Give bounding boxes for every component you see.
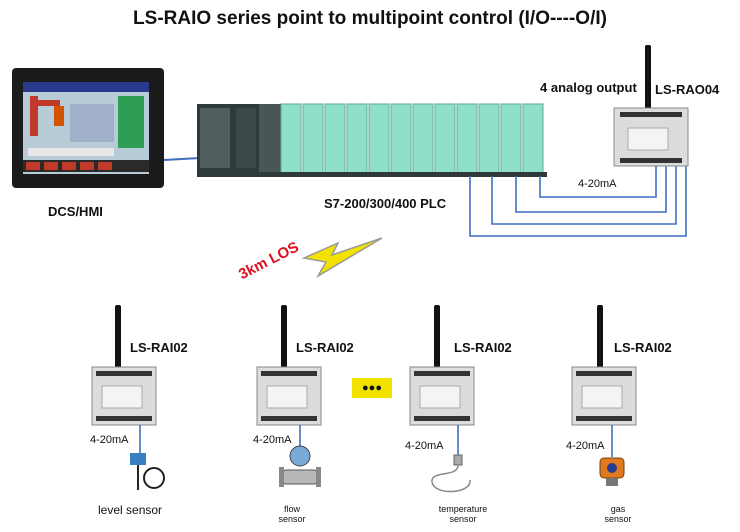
plc-rack [197, 103, 547, 177]
ellipsis-dots: ●●● [362, 382, 382, 394]
hmi-panel [12, 68, 164, 188]
output-signal-label: 4-20mA [578, 178, 617, 190]
output-model-label: LS-RAO04 [655, 82, 720, 97]
node-4-sensor-label: gas sensor [598, 504, 638, 524]
temperature-sensor-icon [431, 454, 471, 493]
rai02-node-4 [571, 305, 637, 486]
plc-label: S7-200/300/400 PLC [324, 196, 447, 211]
level-sensor-icon [130, 453, 165, 490]
flow-sensor-icon [279, 445, 321, 487]
node-4-model: LS-RAI02 [614, 340, 672, 355]
rai02-node-1 [91, 305, 165, 490]
node-2-sensor-line-1: flow [283, 504, 300, 514]
ellipsis-box [352, 378, 392, 398]
diagram-title: LS-RAIO series point to multipoint contr… [133, 8, 607, 29]
node-2-sensor-label: flow sensor [272, 504, 312, 524]
lightning-bolt-icon [301, 237, 383, 279]
node-1-signal: 4-20mA [90, 434, 129, 446]
node-3-sensor-label: temperature sensor [428, 504, 498, 524]
node-1-sensor-label: level sensor [98, 503, 163, 517]
node-3-model: LS-RAI02 [454, 340, 512, 355]
node-1-model: LS-RAI02 [130, 340, 188, 355]
rai02-node-3 [409, 305, 475, 493]
node-2-model: LS-RAI02 [296, 340, 354, 355]
node-2-signal: 4-20mA [253, 434, 292, 446]
hmi-label: DCS/HMI [48, 204, 103, 219]
node-3-signal: 4-20mA [405, 440, 444, 452]
node-4-signal: 4-20mA [566, 440, 605, 452]
node-4-sensor-line-1: gas [610, 504, 626, 514]
analog-output-wires [469, 165, 687, 237]
node-2-sensor-line-2: sensor [278, 514, 306, 524]
gas-sensor-icon [599, 457, 625, 486]
node-3-sensor-line-1: temperature [438, 504, 488, 514]
rao04-module [613, 45, 689, 167]
output-caption: 4 analog output [540, 80, 637, 95]
plc-io-modules [280, 103, 544, 175]
node-4-sensor-line-2: sensor [604, 514, 632, 524]
node-3-sensor-line-2: sensor [449, 514, 477, 524]
rai02-node-2 [256, 305, 322, 487]
